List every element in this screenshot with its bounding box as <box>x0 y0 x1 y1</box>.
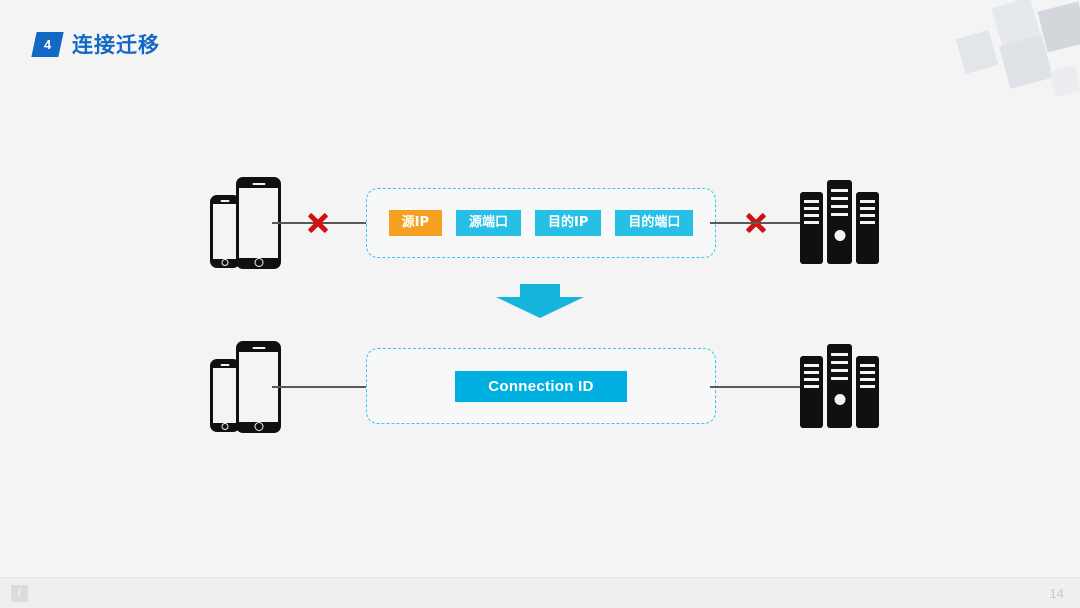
phone-speaker <box>220 199 230 202</box>
page-number: 14 <box>1049 586 1064 601</box>
server-tower-middle <box>827 344 852 428</box>
server-slot <box>831 361 848 364</box>
tag-destination-ip[interactable]: 目的IP <box>535 210 602 236</box>
server-slot <box>860 385 875 388</box>
server-slot <box>804 214 819 217</box>
page-title: 连接迁移 <box>72 33 160 57</box>
server-tower-left <box>800 356 823 428</box>
server-slot <box>860 378 875 381</box>
slide-footer: f 14 <box>0 577 1080 608</box>
server-slot <box>860 371 875 374</box>
server-slot <box>831 213 848 216</box>
server-slot <box>831 369 848 372</box>
phone-screen <box>213 368 237 423</box>
phone-home-button <box>254 421 263 431</box>
tag-destination-port[interactable]: 目的端口 <box>615 210 694 236</box>
server-slot <box>804 364 819 367</box>
server-slot <box>804 371 819 374</box>
tag-connection-id[interactable]: Connection ID <box>455 370 627 402</box>
transition-arrow-down-icon <box>496 284 584 318</box>
phone-home-button <box>254 257 263 267</box>
server-slot <box>860 221 875 224</box>
server-slot <box>831 377 848 380</box>
phone-small-icon <box>210 359 240 432</box>
server-slot <box>831 189 848 192</box>
server-slot <box>804 385 819 388</box>
server-power-led <box>834 230 845 241</box>
phone-home-button <box>221 423 229 430</box>
phone-screen <box>239 188 278 258</box>
tuple-container: 源IP 源端口 目的IP 目的端口 <box>366 188 716 258</box>
phone-small-icon <box>210 195 240 268</box>
server-tower-right <box>856 356 879 428</box>
server-slot <box>860 207 875 210</box>
connection-id-container: Connection ID <box>366 348 716 424</box>
server-slot <box>804 200 819 203</box>
server-slot <box>804 207 819 210</box>
slide-title-bar: 4 连接迁移 <box>31 29 160 59</box>
server-slot <box>804 221 819 224</box>
phone-home-button <box>221 259 229 266</box>
server-tower-left <box>800 192 823 264</box>
connection-line-right <box>710 386 802 388</box>
phone-screen <box>213 204 237 259</box>
phone-speaker <box>220 363 230 366</box>
server-tower-right <box>856 192 879 264</box>
server-slot <box>804 378 819 381</box>
server-slot <box>860 364 875 367</box>
arrow-head <box>496 297 584 318</box>
server-slot <box>860 214 875 217</box>
server-power-led <box>834 394 845 405</box>
diagram-row-after: Connection ID <box>0 332 1080 442</box>
server-slot <box>831 353 848 356</box>
arrow-stem <box>520 284 560 298</box>
tag-source-port[interactable]: 源端口 <box>455 210 521 236</box>
x-mark-icon-left <box>305 210 331 236</box>
phone-speaker <box>252 346 265 349</box>
server-rack-icon <box>800 180 879 264</box>
server-rack-icon <box>800 344 879 428</box>
connection-line-left <box>272 386 370 388</box>
tag-source-ip[interactable]: 源IP <box>388 210 442 236</box>
server-slot <box>831 205 848 208</box>
diagram-row-before: 源IP 源端口 目的IP 目的端口 <box>0 168 1080 278</box>
phone-screen <box>239 352 278 422</box>
connection-line-right <box>710 222 802 224</box>
brand-logo-icon: f <box>11 585 28 602</box>
server-tower-middle <box>827 180 852 264</box>
server-slot <box>860 200 875 203</box>
server-slot <box>831 197 848 200</box>
phone-speaker <box>252 182 265 185</box>
